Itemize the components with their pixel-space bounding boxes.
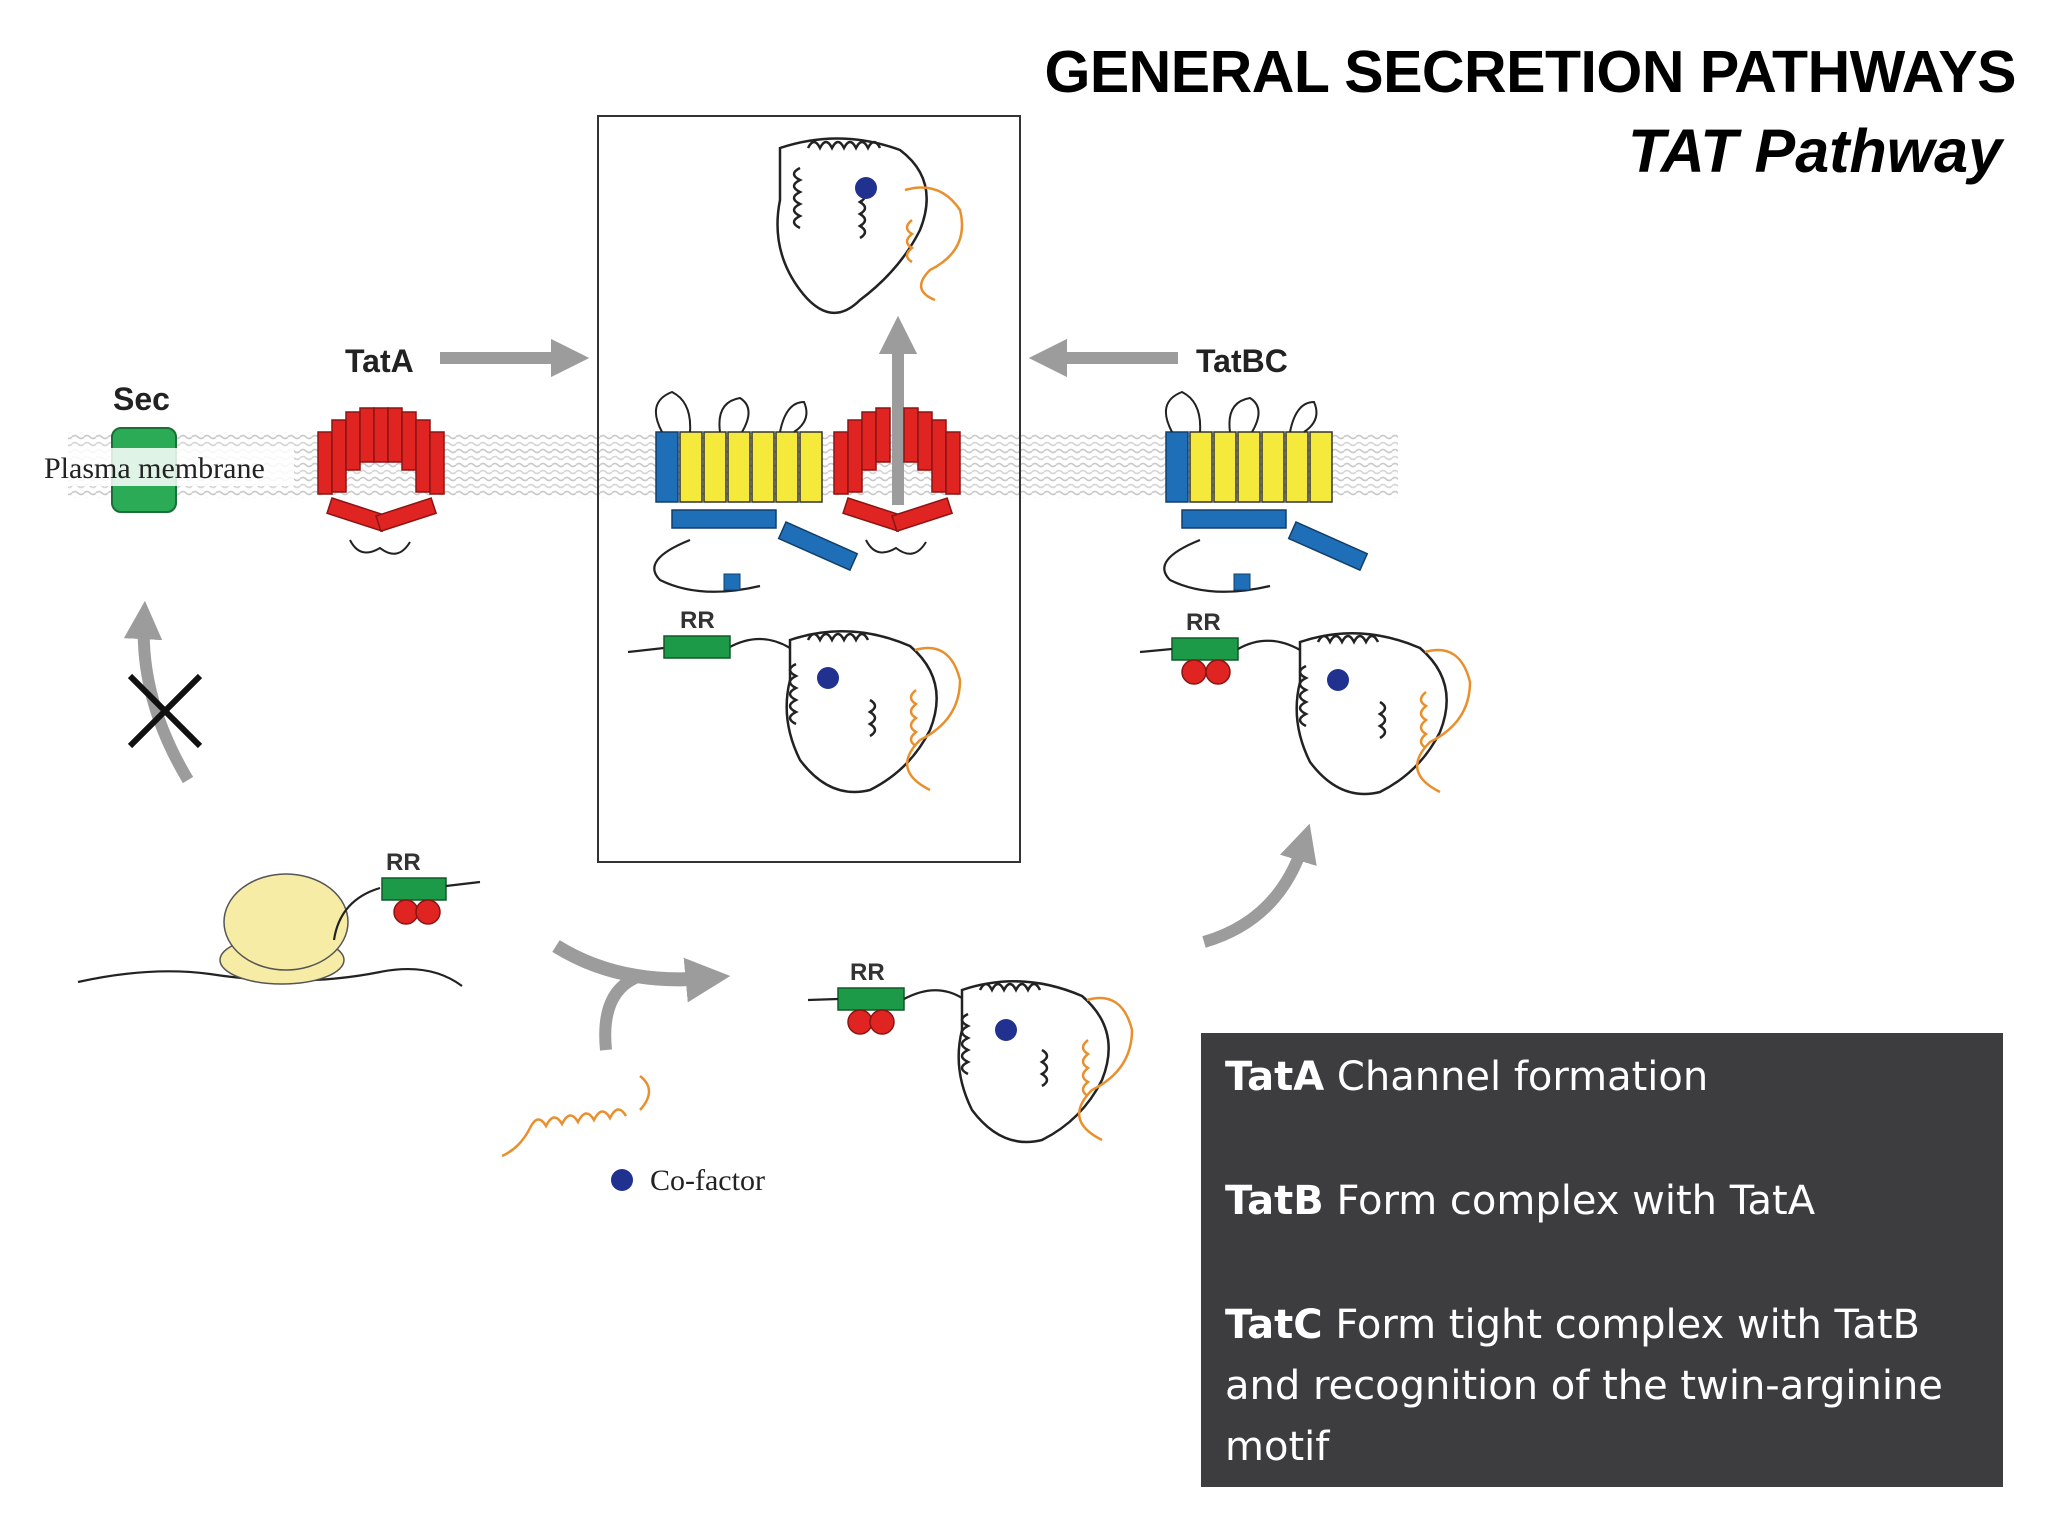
- slide-title: GENERAL SECRETION PATHWAYS: [1044, 39, 2016, 105]
- rr-label-right: RR: [1186, 609, 1221, 636]
- slide-title-block: GENERAL SECRETION PATHWAYS TAT Pathway: [1044, 34, 2016, 192]
- info-entry-tata: TatA Channel formation: [1225, 1047, 1979, 1108]
- rr-signal-bottom: [837, 987, 905, 1011]
- blocked-cross-icon: [127, 673, 203, 749]
- tatbc-complex-box: [653, 390, 859, 593]
- tata-channel-box: [833, 407, 961, 555]
- info-desc: Form complex with TatA: [1323, 1178, 1816, 1224]
- info-term: TatB: [1225, 1178, 1324, 1224]
- sec-label: Sec: [113, 381, 170, 417]
- tatbc-complex-right: [1163, 390, 1369, 593]
- membrane-label: Plasma membrane: [44, 452, 265, 485]
- arrow-cofactor-join: [599, 970, 643, 1051]
- folded-protein-exported: [776, 137, 964, 315]
- tata-label: TatA: [345, 343, 414, 379]
- membrane-label-bg: [44, 448, 294, 486]
- arrow-folding-merge: [552, 940, 731, 1003]
- info-entry-tatc: TatC Form tight complex with TatB and re…: [1225, 1295, 1979, 1478]
- rr-signal-box: [663, 635, 731, 659]
- substrate-protein-box: [627, 630, 962, 794]
- helix-cofactor: [501, 1075, 651, 1191]
- ribosome: [77, 873, 481, 987]
- substrate-protein-bottom: [807, 980, 1134, 1144]
- rr-label-bottom: RR: [850, 959, 885, 986]
- info-desc: Form tight complex with TatB and recogni…: [1225, 1302, 1943, 1470]
- rr-signal-right: [1171, 637, 1239, 661]
- info-entry-tatb: TatB Form complex with TatA: [1225, 1171, 1979, 1232]
- rr-label-ribosome: RR: [386, 849, 421, 876]
- arrow-to-tatbc: [1202, 823, 1317, 948]
- info-desc: Channel formation: [1324, 1054, 1709, 1100]
- tatbc-label: TatBC: [1196, 343, 1288, 379]
- info-box: TatA Channel formation TatB Form complex…: [1201, 1033, 2003, 1487]
- substrate-protein-right: [1139, 632, 1472, 796]
- info-term: TatC: [1225, 1302, 1323, 1348]
- slide-subtitle: TAT Pathway: [1628, 117, 2002, 185]
- info-term: TatA: [1225, 1054, 1325, 1100]
- translocation-frame: [597, 115, 1021, 863]
- rr-label-box: RR: [680, 607, 715, 634]
- cofactor-label: Co-factor: [650, 1164, 765, 1197]
- rr-signal-ribosome: [381, 877, 447, 901]
- tata-channel-left: [317, 407, 445, 555]
- cofactor-icon: [611, 1169, 633, 1191]
